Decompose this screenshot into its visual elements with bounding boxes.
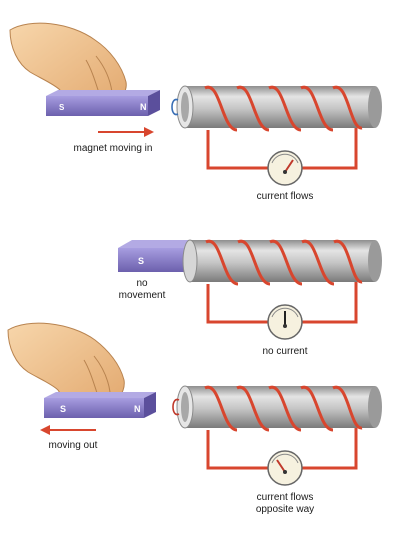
- magnet-pole-north-label: N: [140, 102, 147, 112]
- magnet-pole-north-label: N: [134, 404, 141, 414]
- no-movement-label-line1: no: [136, 278, 148, 289]
- magnet-pole-south-label: S: [60, 404, 66, 414]
- hand-icon: [7, 322, 125, 410]
- scene-no-movement: S: [118, 239, 382, 340]
- coil-tube-icon: [172, 385, 382, 432]
- moving-out-label: moving out: [48, 440, 98, 451]
- circuit-wire: [206, 128, 358, 170]
- arrow-icon: [98, 127, 154, 137]
- circuit-wire: [206, 428, 358, 470]
- bar-magnet-icon: [46, 90, 160, 116]
- scene-magnet-moving-in: S N: [9, 22, 382, 186]
- arrow-icon: [40, 425, 96, 435]
- current-flows-opposite-label-line1: current flows: [256, 492, 314, 503]
- magnet-moving-in-label: magnet moving in: [73, 143, 153, 154]
- circuit-wire: [206, 282, 358, 324]
- galvanometer-icon: [267, 150, 303, 186]
- bar-magnet-icon: [44, 392, 156, 418]
- no-current-label: no current: [262, 346, 308, 357]
- coil-tube-icon: [171, 85, 382, 132]
- coil-tube-icon: [182, 239, 382, 286]
- scene-moving-out: S N: [7, 322, 382, 486]
- magnet-pole-south-label: S: [138, 256, 144, 266]
- bar-magnet-icon: [118, 240, 200, 272]
- current-flows-label: current flows: [256, 191, 314, 202]
- current-flows-opposite-label-line2: opposite way: [255, 504, 315, 515]
- galvanometer-icon: [267, 304, 303, 340]
- no-movement-label-line2: movement: [118, 290, 166, 301]
- galvanometer-icon: [267, 450, 303, 486]
- magnet-pole-south-label: S: [59, 103, 65, 112]
